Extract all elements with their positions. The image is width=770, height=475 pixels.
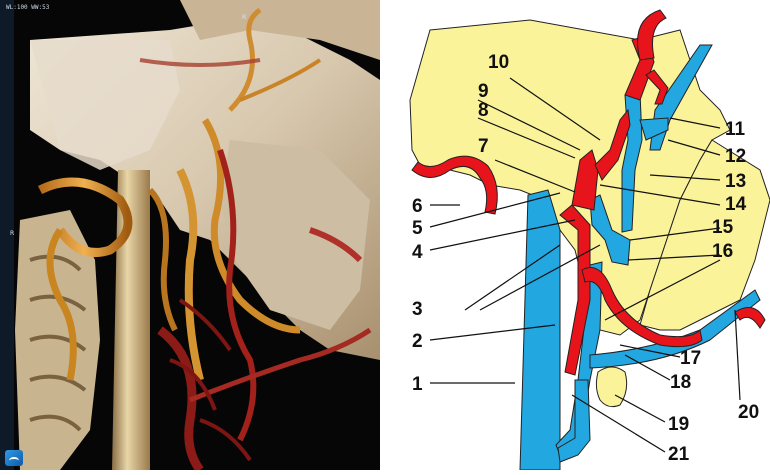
label-7: 7 [478,136,489,157]
orientation-tag-left: R [10,230,14,237]
label-17: 17 [680,348,701,369]
label-4: 4 [412,242,423,263]
viewer-logo-icon [5,450,23,466]
ct-angiography-image: WL:100 WW:53 R R [0,0,380,470]
label-14: 14 [725,194,747,215]
orientation-tag-top: R [242,14,246,21]
label-10: 10 [488,52,509,73]
anatomy-schematic: 1 2 3 4 5 6 7 8 9 10 11 12 13 14 15 16 1… [390,0,770,470]
label-1: 1 [412,374,423,395]
bone-fragment-19 [596,367,626,407]
window-level-readout: WL:100 WW:53 [6,4,49,11]
label-19: 19 [668,414,689,435]
artery-branch-20 [735,308,765,329]
label-5: 5 [412,218,423,239]
label-15: 15 [712,217,734,238]
internal-jugular-vein [520,190,560,470]
label-9: 9 [478,81,489,102]
schematic-svg: 1 2 3 4 5 6 7 8 9 10 11 12 13 14 15 16 1… [390,0,770,470]
label-12: 12 [725,146,746,167]
label-3: 3 [412,299,423,320]
ct-render [0,0,380,470]
label-13: 13 [725,171,746,192]
label-16: 16 [712,241,733,262]
label-6: 6 [412,196,423,217]
label-21: 21 [668,444,690,465]
label-11: 11 [725,119,746,140]
label-20: 20 [738,402,759,423]
label-2: 2 [412,331,423,352]
label-8: 8 [478,100,489,121]
label-18: 18 [670,372,691,393]
